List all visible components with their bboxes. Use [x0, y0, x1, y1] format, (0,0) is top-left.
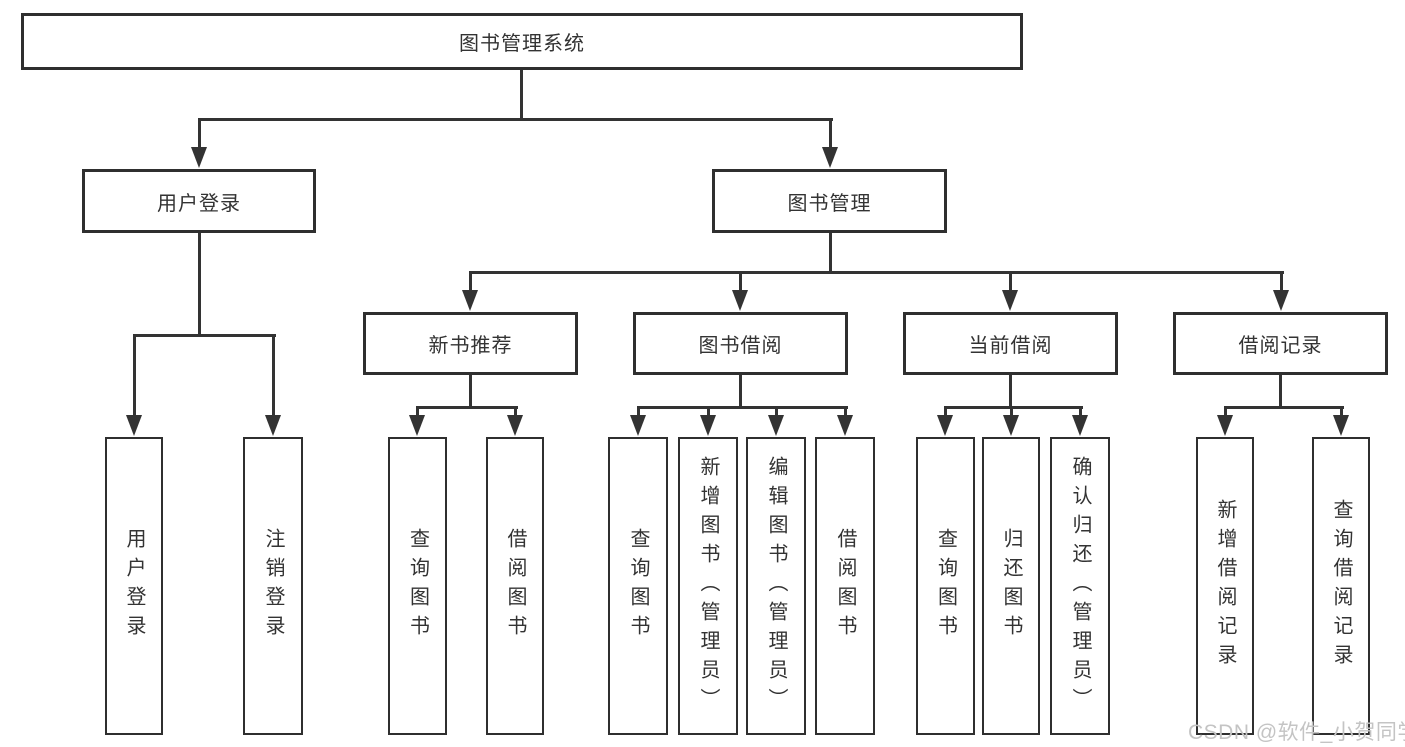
connector-stem — [513, 407, 517, 418]
arrow-down-icon — [822, 147, 838, 168]
node-label: 借阅图书 — [834, 528, 856, 644]
leaf-query-books-recommend: 查询图书 — [388, 437, 447, 735]
arrow-down-icon — [768, 415, 784, 436]
arrow-down-icon — [630, 415, 646, 436]
leaf-return-books: 归还图书 — [982, 437, 1040, 735]
arrow-down-icon — [700, 415, 716, 436]
arrow-down-icon — [265, 415, 281, 436]
connector-stem — [468, 272, 472, 293]
leaf-borrow-books: 借阅图书 — [815, 437, 875, 735]
node-current-borrow: 当前借阅 — [903, 312, 1118, 375]
connector-stem — [943, 407, 947, 418]
node-user-login: 用户登录 — [82, 169, 316, 233]
connector-stem — [197, 119, 201, 150]
node-new-book-recommend: 新书推荐 — [363, 312, 578, 375]
leaf-query-books-current: 查询图书 — [916, 437, 975, 735]
connector-stem — [738, 272, 742, 293]
arrow-down-icon — [1002, 290, 1018, 311]
node-label: 用户登录 — [123, 528, 145, 644]
connector-vline — [468, 375, 472, 409]
connector-stem — [636, 407, 640, 418]
connector-stem — [1008, 272, 1012, 293]
arrow-down-icon — [1333, 415, 1349, 436]
arrow-down-icon — [1217, 415, 1233, 436]
watermark: CSDN @软件_小贺同学 — [1188, 721, 1405, 744]
node-label: 归还图书 — [1000, 528, 1022, 644]
node-label: 查询图书 — [406, 528, 429, 644]
leaf-borrow-books-recommend: 借阅图书 — [486, 437, 544, 735]
connector-vline — [828, 233, 832, 274]
leaf-edit-book-admin: 编辑图书（管理员） — [746, 437, 806, 735]
node-label: 注销登录 — [262, 528, 284, 644]
connector-vline — [519, 70, 523, 121]
node-label: 查询借阅记录 — [1330, 499, 1352, 673]
node-label: 图书管理系统 — [459, 33, 585, 55]
arrow-down-icon — [126, 415, 142, 436]
connector-stem — [415, 407, 419, 418]
node-label: 新增图书（管理员） — [697, 455, 719, 717]
connector-hline — [636, 405, 848, 409]
arrow-down-icon — [732, 290, 748, 311]
connector-stem — [1078, 407, 1082, 418]
connector-hline — [468, 270, 1284, 274]
connector-stem — [1339, 407, 1343, 418]
leaf-add-borrow-record: 新增借阅记录 — [1196, 437, 1254, 735]
node-book-management: 图书管理 — [712, 169, 947, 233]
connector-stem — [1279, 272, 1283, 293]
leaf-logout: 注销登录 — [243, 437, 303, 735]
arrow-down-icon — [937, 415, 953, 436]
connector-hline — [415, 405, 518, 409]
node-label: 新书推荐 — [428, 335, 513, 357]
arrow-down-icon — [1273, 290, 1289, 311]
node-label: 查询图书 — [934, 528, 957, 644]
node-label: 图书借阅 — [698, 335, 783, 357]
node-label: 当前借阅 — [968, 335, 1053, 357]
node-label: 查询图书 — [627, 528, 649, 644]
connector-hline — [943, 405, 1083, 409]
connector-stem — [828, 119, 832, 150]
connector-hline — [1223, 405, 1344, 409]
leaf-query-books-borrow: 查询图书 — [608, 437, 668, 735]
leaf-add-book-admin: 新增图书（管理员） — [678, 437, 738, 735]
connector-vline — [1008, 375, 1012, 409]
arrow-down-icon — [462, 290, 478, 311]
node-label: 确认归还（管理员） — [1069, 455, 1091, 717]
connector-stem — [1009, 407, 1013, 418]
connector-vline — [197, 233, 201, 337]
node-label: 新增借阅记录 — [1214, 499, 1236, 673]
node-label: 用户登录 — [157, 192, 241, 215]
leaf-user-login: 用户登录 — [105, 437, 163, 735]
connector-hline — [132, 333, 276, 337]
node-label: 图书管理 — [787, 192, 872, 215]
connector-stem — [271, 335, 275, 418]
connector-stem — [706, 407, 710, 418]
leaf-confirm-return-admin: 确认归还（管理员） — [1050, 437, 1110, 735]
connector-vline — [738, 375, 742, 409]
node-root-library-system: 图书管理系统 — [21, 13, 1023, 70]
connector-vline — [1278, 375, 1282, 409]
leaf-query-borrow-record: 查询借阅记录 — [1312, 437, 1370, 735]
node-label: 编辑图书（管理员） — [765, 455, 787, 717]
arrow-down-icon — [507, 415, 523, 436]
connector-stem — [843, 407, 847, 418]
node-borrow-records: 借阅记录 — [1173, 312, 1388, 375]
node-label: 借阅记录 — [1238, 335, 1323, 357]
arrow-down-icon — [1003, 415, 1019, 436]
arrow-down-icon — [409, 415, 425, 436]
arrow-down-icon — [1072, 415, 1088, 436]
connector-stem — [132, 335, 136, 418]
connector-stem — [1223, 407, 1227, 418]
connector-stem — [774, 407, 778, 418]
node-book-borrow: 图书借阅 — [633, 312, 848, 375]
arrow-down-icon — [837, 415, 853, 436]
node-label: 借阅图书 — [504, 528, 526, 644]
connector-hline — [197, 117, 833, 121]
arrow-down-icon — [191, 147, 207, 168]
